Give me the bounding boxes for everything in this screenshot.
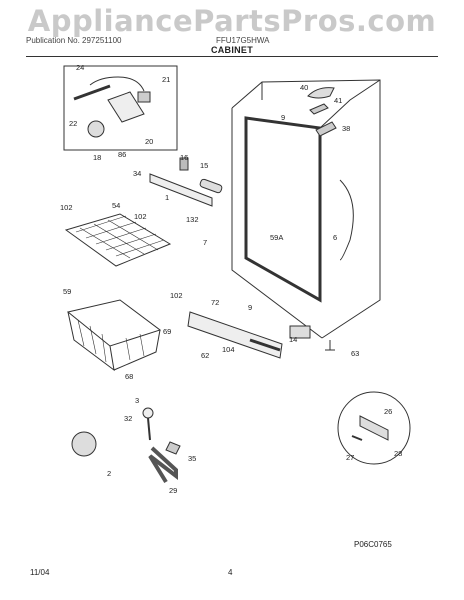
callout-35: 35 <box>188 454 196 463</box>
part-callouts: 24 21 22 20 18 86 16 15 9 40 41 38 34 1 … <box>60 63 402 495</box>
callout-22: 22 <box>69 119 77 128</box>
callout-102b: 102 <box>134 212 147 221</box>
wire-shelf-cross <box>79 219 159 259</box>
detail-screw <box>351 435 363 441</box>
callout-104: 104 <box>222 345 235 354</box>
watermark: AppliancePartsPros.com <box>27 4 437 38</box>
drain-hose <box>148 446 178 484</box>
cabinet-top <box>261 79 381 129</box>
callout-40: 40 <box>300 83 308 92</box>
top-hinge-cover <box>307 87 335 99</box>
callout-54: 54 <box>112 201 120 210</box>
callout-41: 41 <box>334 96 342 105</box>
leveling-leg <box>325 340 335 351</box>
callout-59A: 59A <box>270 233 283 242</box>
callout-63: 63 <box>351 349 359 358</box>
callout-6: 6 <box>333 233 337 242</box>
callout-62: 62 <box>201 351 209 360</box>
callout-38: 38 <box>342 124 350 133</box>
publication-number: Publication No. 297251100 <box>26 36 122 45</box>
section-title: CABINET <box>210 45 254 55</box>
model-number: FFU17G5HWA <box>216 36 270 45</box>
callout-59: 59 <box>63 287 71 296</box>
callout-3: 3 <box>135 396 139 405</box>
callout-24: 24 <box>76 63 84 72</box>
callout-132: 132 <box>186 215 199 224</box>
top-hinge <box>315 121 337 137</box>
callout-9a: 9 <box>281 113 285 122</box>
wire-basket-mesh <box>77 319 145 363</box>
callout-2: 2 <box>107 469 111 478</box>
callout-1: 1 <box>165 193 169 202</box>
header: Publication No. 297251100 FFU17G5HWA <box>26 36 438 48</box>
thermostat <box>289 325 311 339</box>
hinge-bracket <box>309 103 329 115</box>
callout-15: 15 <box>200 161 208 170</box>
drain-tube <box>147 417 151 441</box>
callout-68: 68 <box>125 372 133 381</box>
drain-plug <box>142 407 154 419</box>
inset-knob <box>87 120 105 138</box>
callout-102c: 102 <box>170 291 183 300</box>
callout-7: 7 <box>203 238 207 247</box>
wire-shelf-grid <box>75 215 165 257</box>
inset-socket <box>137 91 151 103</box>
wire-basket-body <box>67 311 161 372</box>
callout-27: 27 <box>346 453 354 462</box>
cabinet-side-panel <box>339 179 354 261</box>
callout-21: 21 <box>162 75 170 84</box>
callout-18: 18 <box>93 153 101 162</box>
callout-86: 86 <box>118 150 126 159</box>
callout-72: 72 <box>211 298 219 307</box>
light-bulb <box>199 178 223 194</box>
callout-20: 20 <box>145 137 153 146</box>
detail-bracket <box>359 415 389 441</box>
kick-plate <box>187 311 283 359</box>
wire-basket-top <box>66 299 162 347</box>
header-rule <box>26 56 438 57</box>
shelf-rail <box>149 173 213 207</box>
door-gasket-frame <box>244 116 322 303</box>
footer-date: 11/04 <box>30 568 50 577</box>
light-socket <box>179 157 189 171</box>
inset-wire <box>89 76 145 92</box>
callout-69: 69 <box>163 327 171 336</box>
wire-shelf <box>64 213 172 267</box>
callout-28: 28 <box>394 449 402 458</box>
drain-fitting <box>71 431 97 457</box>
footer-page: 4 <box>228 568 233 577</box>
detail-circle <box>337 391 411 465</box>
drain-clamp <box>165 441 181 455</box>
callout-102a: 102 <box>60 203 73 212</box>
callout-14: 14 <box>289 335 297 344</box>
inset-switch-plate <box>107 91 145 123</box>
callout-29: 29 <box>169 486 177 495</box>
figure-code: P06C0765 <box>354 540 392 549</box>
callout-26: 26 <box>384 407 392 416</box>
callout-34: 34 <box>133 169 141 178</box>
callout-9b: 9 <box>248 303 252 312</box>
inset-box <box>63 65 178 151</box>
callout-16: 16 <box>180 153 188 162</box>
inset-bar <box>73 84 111 101</box>
kick-plate-screw <box>249 338 281 352</box>
cabinet-front-edge <box>231 108 323 339</box>
callout-32: 32 <box>124 414 132 423</box>
